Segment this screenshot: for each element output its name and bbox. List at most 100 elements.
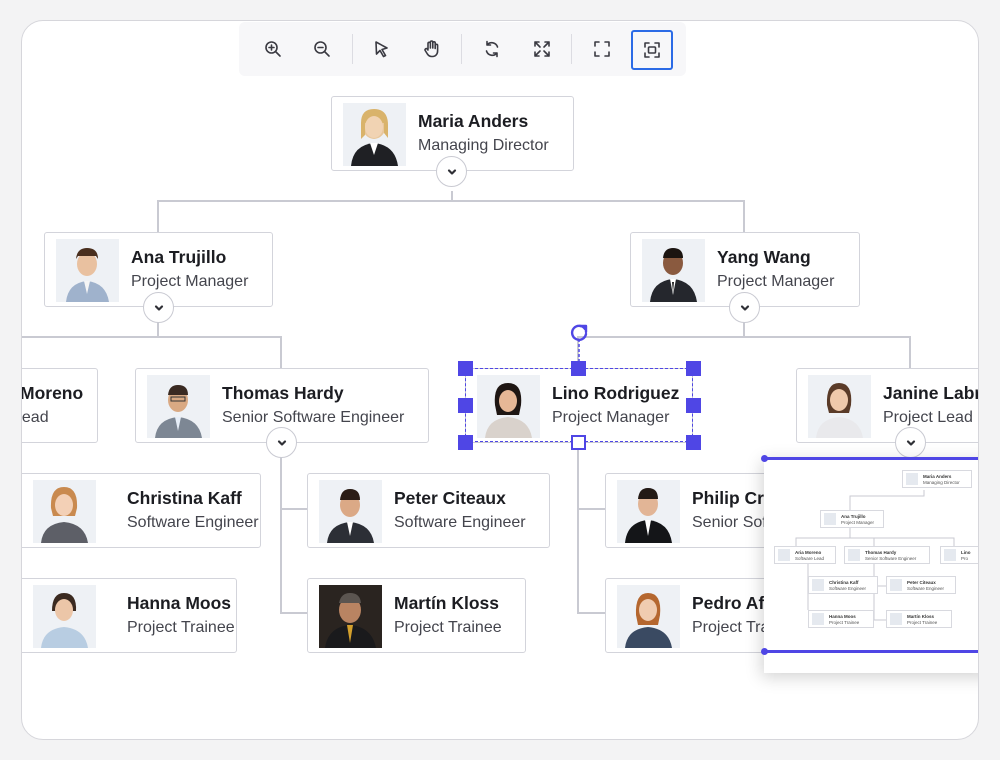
node-title: Project Trainee bbox=[127, 619, 235, 636]
chevron-down-icon bbox=[906, 439, 915, 446]
avatar bbox=[477, 375, 540, 438]
avatar bbox=[642, 239, 705, 302]
org-node-christina-kaff[interactable]: Christina Kaff Software Engineer bbox=[22, 473, 261, 548]
node-name: Janine Labr bbox=[883, 383, 979, 403]
overview-viewport-bottom bbox=[764, 650, 978, 653]
overview-icon bbox=[644, 42, 660, 58]
selection-box bbox=[465, 368, 693, 442]
node-name: Pedro Af bbox=[692, 593, 765, 613]
reset-button[interactable] bbox=[475, 32, 509, 66]
fullscreen-icon bbox=[594, 41, 610, 57]
org-node-maria-anders[interactable]: Maria Anders Managing Director bbox=[331, 96, 574, 171]
resize-handle-top-left[interactable] bbox=[458, 361, 473, 376]
node-name: Peter Citeaux bbox=[394, 488, 506, 508]
resize-handle-left[interactable] bbox=[458, 398, 473, 413]
refresh-icon bbox=[485, 40, 499, 58]
chevron-down-icon bbox=[277, 439, 286, 446]
avatar bbox=[617, 480, 680, 543]
chevron-down-icon bbox=[740, 304, 749, 311]
node-name: Hanna Moos bbox=[127, 593, 232, 613]
fit-to-page-icon bbox=[534, 41, 550, 57]
collapse-button[interactable] bbox=[729, 292, 760, 323]
diagram-canvas[interactable]: Maria Anders Managing Director Ana Truji… bbox=[21, 20, 979, 740]
collapse-button[interactable] bbox=[266, 427, 297, 458]
node-name: Christina Kaff bbox=[127, 488, 242, 508]
avatar bbox=[147, 375, 210, 438]
resize-handle-top-right[interactable] bbox=[686, 361, 701, 376]
org-node-martin-kloss[interactable]: Martín Kloss Project Trainee bbox=[307, 578, 526, 653]
overview-viewport-handle[interactable] bbox=[761, 455, 768, 462]
collapse-button[interactable] bbox=[436, 156, 467, 187]
node-title: Project Tra bbox=[692, 619, 770, 636]
node-title: Project Lead bbox=[883, 409, 973, 426]
node-name: Maria Anders bbox=[418, 111, 529, 131]
org-node-peter-citeaux[interactable]: Peter Citeaux Software Engineer bbox=[307, 473, 550, 548]
node-title: Project Manager bbox=[131, 273, 249, 290]
node-name: Ana Trujillo bbox=[131, 247, 227, 267]
resize-handle-top[interactable] bbox=[571, 361, 586, 376]
zoom-out-button[interactable] bbox=[305, 32, 339, 66]
chevron-down-icon bbox=[447, 168, 456, 175]
node-name: Lino Rodriguez bbox=[552, 383, 680, 403]
org-node-moreno[interactable]: Moreno Lead bbox=[21, 368, 98, 443]
node-title: Project Manager bbox=[717, 273, 835, 290]
node-name: Martín Kloss bbox=[394, 593, 500, 613]
connector-lines bbox=[22, 191, 911, 614]
avatar bbox=[319, 480, 382, 543]
overview-button[interactable] bbox=[631, 30, 673, 70]
resize-handle-bottom-left[interactable] bbox=[458, 435, 473, 450]
resize-handle-right[interactable] bbox=[686, 398, 701, 413]
node-title: Project Manager bbox=[552, 409, 670, 426]
pan-tool-button[interactable] bbox=[415, 32, 449, 66]
collapse-button[interactable] bbox=[895, 427, 926, 458]
collapse-button[interactable] bbox=[143, 292, 174, 323]
node-title: Senior Sof bbox=[692, 514, 767, 531]
rotate-icon bbox=[570, 324, 588, 341]
hand-icon bbox=[424, 40, 439, 58]
node-name: Yang Wang bbox=[717, 247, 811, 267]
rotate-stem bbox=[578, 339, 580, 363]
select-tool-button[interactable] bbox=[365, 32, 399, 66]
avatar bbox=[617, 585, 680, 648]
chevron-down-icon bbox=[154, 304, 163, 311]
node-name: Moreno bbox=[21, 383, 84, 403]
node-name: Thomas Hardy bbox=[222, 383, 344, 403]
zoom-out-icon bbox=[314, 41, 330, 57]
node-title: Software Engineer bbox=[394, 514, 526, 531]
node-title: Project Trainee bbox=[394, 619, 502, 636]
avatar bbox=[33, 480, 96, 543]
org-node-lino-rodriguez[interactable]: Lino Rodriguez Project Manager bbox=[465, 368, 693, 443]
node-name: Philip Cr bbox=[692, 488, 764, 508]
node-title: Managing Director bbox=[418, 137, 549, 154]
fullscreen-button[interactable] bbox=[585, 32, 619, 66]
avatar bbox=[808, 375, 871, 438]
avatar bbox=[319, 585, 382, 648]
avatar bbox=[33, 585, 96, 648]
resize-handle-bottom-right[interactable] bbox=[686, 435, 701, 450]
avatar bbox=[343, 103, 406, 166]
org-node-hanna-moos[interactable]: Hanna Moos Project Trainee bbox=[22, 578, 237, 653]
node-title: Software Engineer bbox=[127, 514, 259, 531]
avatar bbox=[56, 239, 119, 302]
node-title: Lead bbox=[21, 409, 49, 426]
rotate-handle[interactable] bbox=[567, 320, 591, 349]
org-node-janine[interactable]: Janine Labr Project Lead bbox=[796, 368, 979, 443]
pointer-icon bbox=[375, 41, 388, 58]
diagram-toolbar bbox=[239, 22, 686, 76]
resize-handle-bottom[interactable] bbox=[571, 435, 586, 450]
zoom-in-icon bbox=[265, 41, 281, 57]
overview-viewport-handle[interactable] bbox=[761, 648, 768, 655]
zoom-in-button[interactable] bbox=[256, 32, 290, 66]
fit-to-page-button[interactable] bbox=[525, 32, 559, 66]
node-title: Senior Software Engineer bbox=[222, 409, 405, 426]
